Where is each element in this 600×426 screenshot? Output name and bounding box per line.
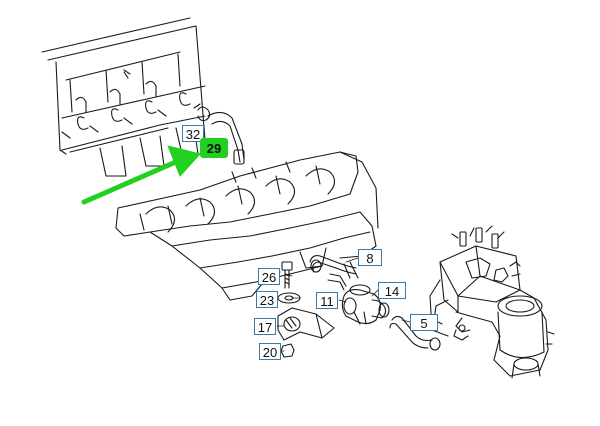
bolt-part-26	[281, 261, 293, 289]
hose-part-5	[389, 315, 441, 351]
nut-part-20	[280, 343, 295, 358]
part-label-29-highlighted[interactable]: 29	[200, 138, 228, 158]
part-label-14[interactable]: 14	[378, 282, 406, 299]
part-label-5[interactable]: 5	[410, 314, 438, 331]
leader-lines	[276, 257, 411, 352]
part-label-17[interactable]: 17	[254, 318, 276, 335]
part-label-26[interactable]: 26	[258, 268, 280, 285]
intake-manifold	[115, 151, 379, 301]
bracket-part-17	[277, 307, 335, 341]
part-label-23[interactable]: 23	[256, 291, 278, 308]
engine-block	[41, 17, 206, 177]
breather-hose	[193, 103, 245, 165]
part-label-32[interactable]: 32	[182, 125, 204, 142]
hose-part-14	[371, 299, 390, 319]
part-label-20[interactable]: 20	[259, 343, 281, 360]
part-label-11[interactable]: 11	[316, 292, 338, 309]
throttle-body	[429, 225, 555, 379]
part-label-8[interactable]: 8	[358, 249, 382, 266]
hose-part-8	[309, 255, 359, 291]
valve-part-11	[341, 284, 381, 325]
highlight-arrow	[81, 145, 201, 205]
